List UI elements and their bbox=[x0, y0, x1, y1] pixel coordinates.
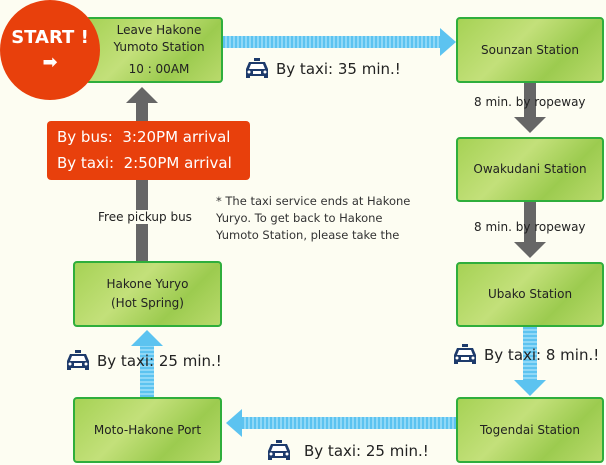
arrowhead bbox=[131, 330, 163, 346]
arrowhead bbox=[226, 409, 242, 437]
station-motohakone: Moto-Hakone Port bbox=[73, 397, 222, 463]
station-name: Togendai Station bbox=[479, 422, 581, 437]
leg-taxi-25-lake: By taxi: 25 min.! bbox=[266, 440, 429, 462]
taxi-icon bbox=[244, 58, 270, 80]
leg-ropeway-1: 8 min. by ropeway bbox=[474, 95, 586, 109]
ropeway-arrow-1 bbox=[524, 83, 536, 119]
arrowhead bbox=[514, 117, 546, 133]
station-subtitle: (Hot Spring) bbox=[111, 296, 184, 310]
leg-ropeway-2: 8 min. by ropeway bbox=[474, 220, 586, 234]
station-owakudani: Owakudani Station bbox=[456, 137, 604, 202]
station-name: Sounzan Station bbox=[481, 42, 579, 57]
arrowhead bbox=[514, 242, 546, 258]
departure-time: 10 : 00AM bbox=[128, 62, 190, 76]
taxi-arrow-to-yuryo bbox=[140, 345, 154, 397]
arrowhead bbox=[514, 380, 546, 396]
taxi-arrow-to-motohakone bbox=[242, 417, 456, 429]
start-label: START ! bbox=[11, 27, 89, 48]
station-ubako: Ubako Station bbox=[456, 262, 604, 327]
arrowhead bbox=[440, 28, 456, 56]
taxi-icon bbox=[452, 344, 478, 366]
leg-taxi-25-yuryo: By taxi: 25 min.! bbox=[65, 350, 222, 372]
leg-label: By taxi: 35 min.! bbox=[276, 60, 401, 78]
arrow-right-icon: ➡ bbox=[42, 52, 58, 73]
taxi-icon bbox=[266, 440, 292, 462]
ropeway-arrow-2 bbox=[524, 201, 536, 243]
station-name: Moto-Hakone Port bbox=[93, 422, 202, 437]
note-line: * The taxi service ends at Hakone bbox=[216, 194, 411, 208]
station-name: Ubako Station bbox=[487, 287, 573, 301]
station-leave-yumoto: Leave Hakone Yumoto Station 10 : 00AM bbox=[85, 17, 223, 83]
leg-label: By taxi: 25 min.! bbox=[97, 352, 222, 370]
station-name: Owakudani Station bbox=[473, 162, 587, 176]
leg-taxi-35: By taxi: 35 min.! bbox=[244, 58, 401, 80]
station-name: Leave Hakone bbox=[116, 23, 202, 37]
note-line: Yumoto Station, please take the bbox=[216, 228, 400, 242]
station-name: Yumoto Station bbox=[113, 40, 205, 54]
station-name: Hakone Yuryo bbox=[106, 277, 189, 291]
leg-label: By taxi: 25 min.! bbox=[304, 442, 429, 460]
taxi-icon bbox=[65, 350, 91, 372]
arrowhead bbox=[126, 87, 158, 103]
taxi-note: * The taxi service ends at Hakone Yuryo.… bbox=[216, 193, 410, 244]
taxi-arrow-to-togendai bbox=[523, 327, 537, 381]
taxi-arrow-to-sounzan bbox=[223, 36, 443, 48]
arrival-bus: By bus: 3:20PM arrival bbox=[57, 128, 231, 146]
leg-free-bus: Free pickup bus bbox=[98, 210, 192, 224]
arrival-taxi: By taxi: 2:50PM arrival bbox=[57, 154, 232, 172]
leg-label: By taxi: 8 min.! bbox=[484, 346, 600, 364]
station-hakone-yuryo: Hakone Yuryo (Hot Spring) bbox=[73, 261, 222, 327]
leg-taxi-8: By taxi: 8 min.! bbox=[452, 344, 599, 366]
station-sounzan: Sounzan Station bbox=[456, 17, 604, 83]
station-togendai: Togendai Station bbox=[456, 397, 604, 463]
start-badge: START ! ➡ bbox=[0, 0, 100, 100]
note-line: Yuryo. To get back to Hakone bbox=[216, 211, 383, 225]
arrival-times: By bus: 3:20PM arrival By taxi: 2:50PM a… bbox=[47, 121, 250, 180]
